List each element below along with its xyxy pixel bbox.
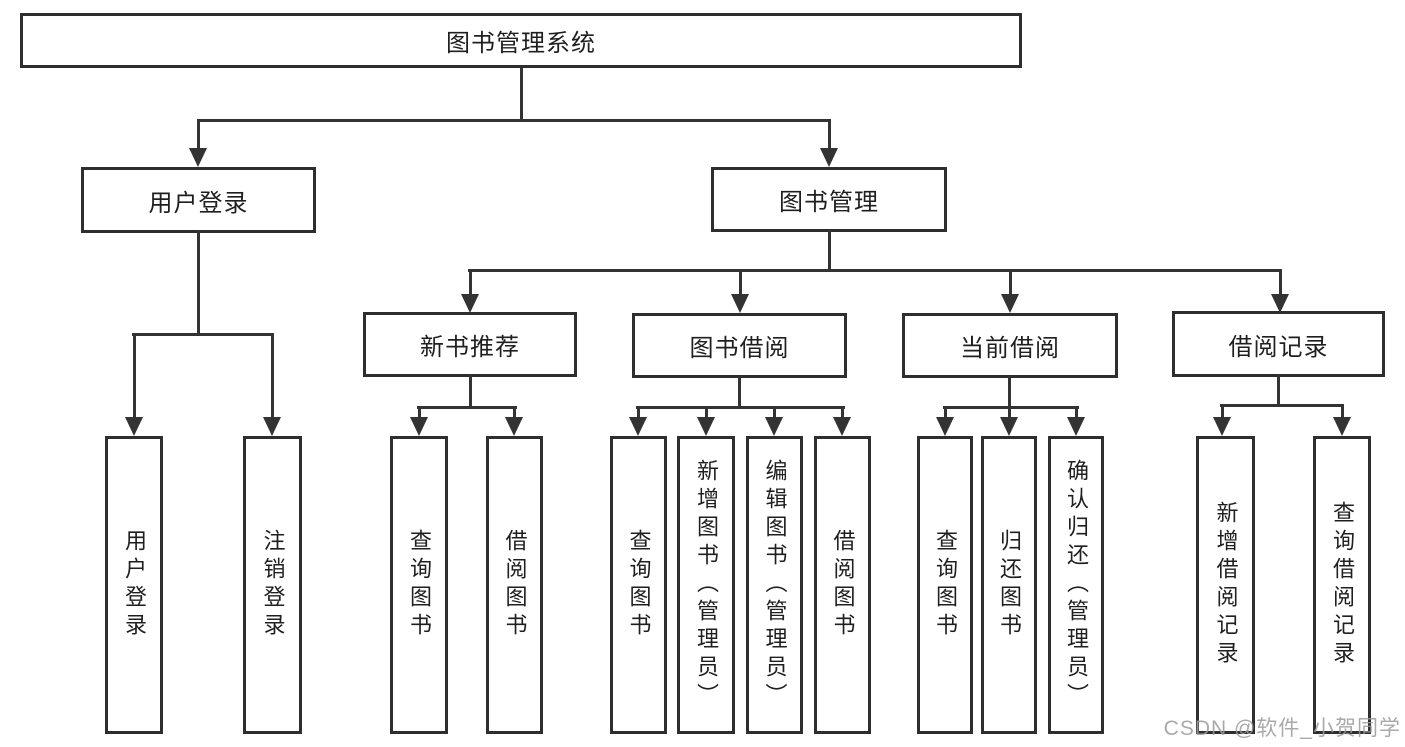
connector-line	[197, 119, 831, 122]
arrow-down-icon	[505, 407, 523, 436]
leaf-add-book-admin: 新增图书（管理员）	[677, 436, 735, 734]
node-root: 图书管理系统	[20, 13, 1022, 68]
leaf-logout-label: 注销登录	[260, 529, 286, 641]
leaf-label: 查询图书	[407, 529, 432, 641]
arrow-down-icon	[1067, 407, 1085, 436]
connector-line	[738, 376, 741, 409]
arrow-down-icon	[1333, 405, 1351, 436]
connector-line	[636, 406, 845, 409]
leaf-label: 新增借阅记录	[1213, 501, 1239, 669]
arrow-down-icon	[1000, 407, 1018, 436]
leaf-label: 查询图书	[933, 529, 958, 641]
arrow-down-icon	[461, 270, 479, 313]
leaf-edit-book-admin: 编辑图书（管理员）	[746, 436, 803, 734]
arrow-down-icon	[189, 120, 207, 167]
leaf-label: 确认归还（管理员）	[1064, 459, 1089, 711]
arrow-down-icon	[629, 407, 647, 436]
leaf-label: 查询图书	[626, 529, 652, 641]
node-book-borrow: 图书借阅	[632, 313, 847, 378]
arrow-down-icon	[1213, 405, 1231, 436]
leaf-label: 归还图书	[997, 529, 1022, 641]
leaf-label: 新增图书（管理员）	[694, 459, 719, 711]
node-current-borrow: 当前借阅	[902, 313, 1118, 378]
leaf-label: 编辑图书（管理员）	[762, 459, 788, 711]
node-user-login: 用户登录	[81, 167, 316, 233]
connector-line	[468, 269, 1282, 272]
node-book-management: 图书管理	[711, 167, 947, 232]
connector-line	[197, 231, 200, 336]
arrow-down-icon	[125, 334, 143, 436]
leaf-user-login: 用户登录	[105, 436, 163, 734]
leaf-label: 借阅图书	[502, 529, 528, 641]
arrow-down-icon	[697, 407, 715, 436]
leaf-label: 借阅图书	[830, 529, 856, 641]
arrow-down-icon	[731, 270, 749, 313]
arrow-down-icon	[936, 407, 954, 436]
csdn-watermark: CSDN @软件_小贺同学	[1163, 717, 1401, 740]
node-root-label: 图书管理系统	[446, 30, 596, 57]
connector-line	[469, 375, 472, 409]
node-borrow-record-label: 借阅记录	[1228, 333, 1329, 361]
arrow-down-icon	[765, 407, 783, 436]
leaf-query-books-current: 查询图书	[917, 436, 973, 734]
leaf-confirm-return-admin: 确认归还（管理员）	[1048, 436, 1104, 734]
arrow-down-icon	[820, 120, 838, 167]
node-new-book-recommend-label: 新书推荐	[420, 334, 520, 361]
leaf-label: 查询借阅记录	[1330, 501, 1355, 669]
leaf-query-books-borrow: 查询图书	[610, 436, 667, 734]
connector-line	[520, 68, 523, 122]
node-user-login-label: 用户登录	[148, 189, 249, 217]
arrow-down-icon	[410, 407, 428, 436]
node-book-management-label: 图书管理	[779, 189, 879, 216]
connector-line	[1008, 376, 1011, 409]
leaf-add-borrow-record: 新增借阅记录	[1196, 436, 1255, 734]
node-book-borrow-label: 图书借阅	[689, 335, 790, 362]
arrow-down-icon	[263, 334, 281, 436]
arrow-down-icon	[833, 407, 851, 436]
leaf-query-borrow-record: 查询借阅记录	[1313, 436, 1371, 734]
node-borrow-record: 借阅记录	[1172, 311, 1385, 377]
connector-line	[1220, 404, 1344, 407]
leaf-return-books: 归还图书	[981, 436, 1037, 734]
leaf-user-login-label: 用户登录	[122, 529, 147, 641]
node-current-borrow-label: 当前借阅	[960, 335, 1060, 362]
connector-line	[828, 230, 831, 272]
leaf-borrow-books: 借阅图书	[814, 436, 871, 734]
arrow-down-icon	[1001, 270, 1019, 313]
connector-line	[417, 406, 517, 409]
leaf-borrow-books-recommend: 借阅图书	[486, 436, 543, 734]
arrow-down-icon	[1271, 270, 1289, 313]
leaf-logout: 注销登录	[243, 436, 302, 734]
connector-line	[1277, 375, 1280, 407]
connector-line	[943, 406, 1079, 409]
leaf-query-books-recommend: 查询图书	[390, 436, 448, 734]
node-new-book-recommend: 新书推荐	[363, 312, 577, 377]
connector-line	[132, 333, 274, 336]
